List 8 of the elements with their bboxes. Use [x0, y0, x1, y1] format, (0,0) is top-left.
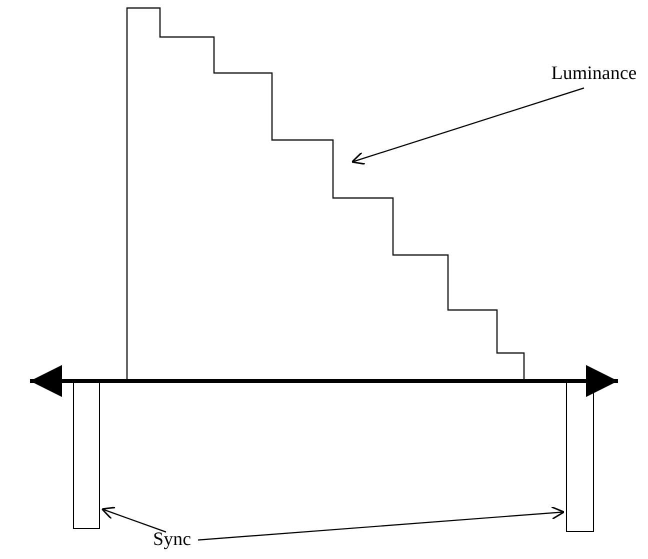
callout-label: Sync: [153, 528, 191, 552]
leader-arrow: [198, 506, 565, 541]
leader-arrow: [351, 87, 584, 165]
callout-label: Luminance: [551, 62, 637, 86]
leader-arrow: [101, 506, 166, 533]
staircase-waveform: [126, 7, 526, 382]
sync-pulse: [73, 381, 100, 529]
sync-pulse: [566, 381, 594, 532]
